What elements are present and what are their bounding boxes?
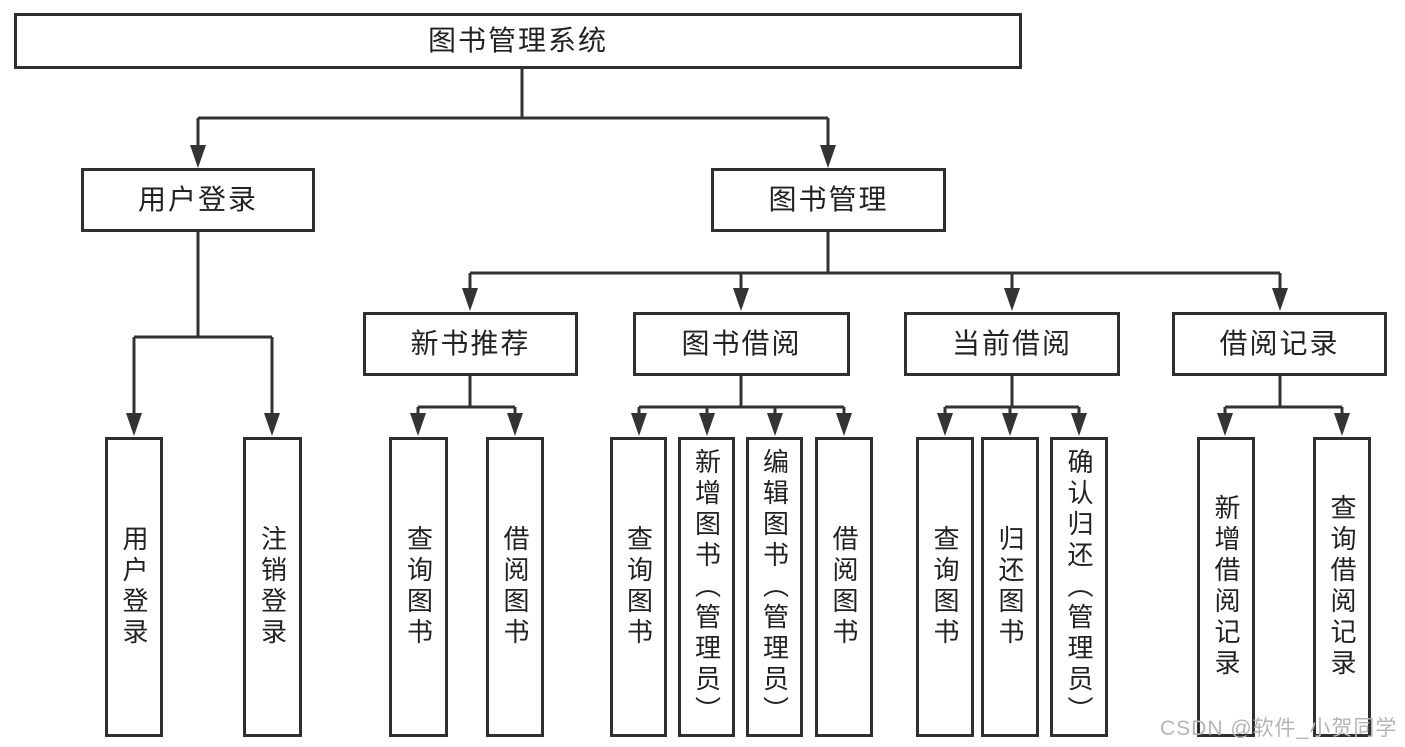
node-leaf-add-books-admin: 新增图书（管理员） xyxy=(678,437,735,737)
node-leaf-user-login: 用户登录 xyxy=(105,437,163,737)
node-borrow-records: 借阅记录 xyxy=(1172,312,1387,376)
node-leaf-logout: 注销登录 xyxy=(243,437,302,737)
node-leaf-query-borrow-record: 查询借阅记录 xyxy=(1313,437,1371,737)
node-book-management: 图书管理 xyxy=(711,168,946,232)
node-leaf-borrow-books: 借阅图书 xyxy=(815,437,873,737)
connector-user-login-children xyxy=(126,232,280,436)
node-leaf-borrow-books-recommend: 借阅图书 xyxy=(486,437,544,737)
connector-book-borrowing-children xyxy=(631,376,852,436)
node-leaf-return-books: 归还图书 xyxy=(981,437,1039,737)
node-root: 图书管理系统 xyxy=(14,13,1022,69)
node-leaf-confirm-return-admin: 确认归还（管理员） xyxy=(1050,437,1108,737)
node-leaf-add-borrow-record: 新增借阅记录 xyxy=(1197,437,1255,737)
connector-root-to-level2 xyxy=(190,69,836,168)
node-current-borrowing: 当前借阅 xyxy=(904,312,1120,376)
node-leaf-edit-books-admin: 编辑图书（管理员） xyxy=(746,437,803,737)
csdn-watermark: CSDN @软件_小贺同学 xyxy=(1160,717,1398,740)
node-leaf-query-books-recommend: 查询图书 xyxy=(389,437,448,737)
node-new-book-recommend: 新书推荐 xyxy=(363,312,578,376)
connector-book-management-children xyxy=(462,232,1288,311)
node-leaf-query-books-borrowing: 查询图书 xyxy=(610,437,667,737)
connector-current-borrowing-children xyxy=(937,376,1087,436)
connector-borrow-records-children xyxy=(1217,376,1350,436)
node-leaf-query-books-current: 查询图书 xyxy=(916,437,974,737)
node-user-login: 用户登录 xyxy=(81,168,315,232)
node-book-borrowing: 图书借阅 xyxy=(633,312,850,376)
connector-new-book-recommend-children xyxy=(410,376,523,436)
